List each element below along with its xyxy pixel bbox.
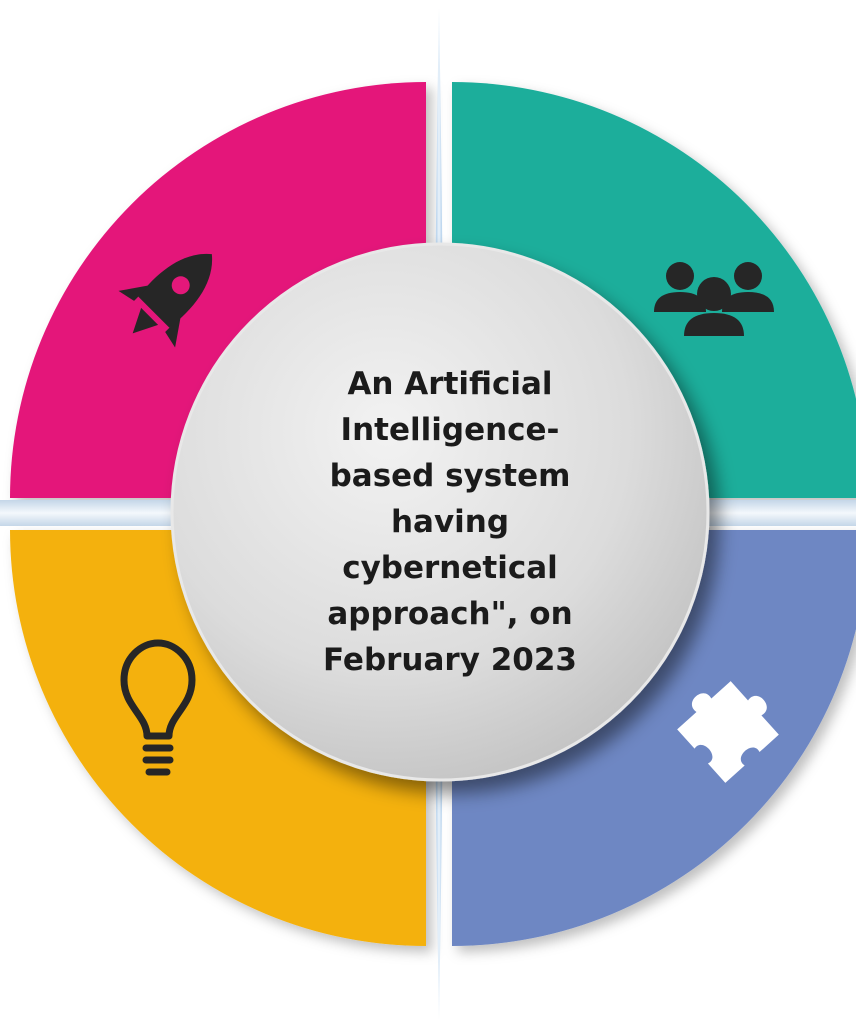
center-title-line-4: having — [390, 504, 510, 540]
center-title-line-2: Intelligence- — [340, 412, 560, 448]
center-title: An Artificial Intelligence- based system… — [200, 312, 700, 732]
people-group-icon — [654, 262, 774, 336]
horizontal-divider-right — [690, 500, 856, 526]
puzzle-piece-icon — [677, 681, 779, 783]
center-title-line-1: An Artificial — [347, 366, 553, 402]
center-disc — [170, 242, 710, 782]
center-title-line-7: February 2023 — [323, 642, 577, 678]
lightbulb-icon — [120, 639, 196, 776]
center-title-line-3: based system — [329, 458, 571, 494]
center-title-line-6: approach", on — [327, 596, 573, 632]
horizontal-divider-left — [0, 500, 200, 526]
center-title-line-5: cybernetical — [342, 550, 558, 586]
